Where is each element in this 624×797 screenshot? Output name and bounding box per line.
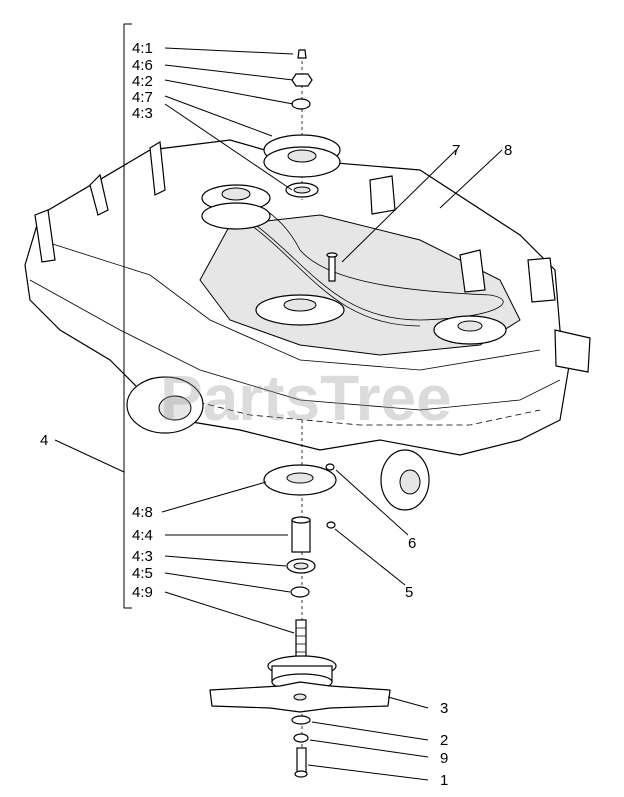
- spindle-housing-stack: [263, 420, 337, 780]
- drive-belt: [213, 197, 504, 321]
- callout-4-3-bottom: 4:3: [132, 548, 153, 565]
- leader-lines: [54, 47, 503, 781]
- callout-4-5: 4:5: [132, 565, 153, 582]
- callout-3: 3: [440, 700, 448, 717]
- callout-8: 8: [504, 142, 512, 159]
- bolt-7: [326, 252, 338, 282]
- callout-labels: 4:1 4:6 4:2 4:7 4:3 7 8 4 4:8 6 4:4 4:3 …: [40, 40, 512, 789]
- blade-bolt: [294, 747, 308, 778]
- top-pulley-stack: [263, 49, 341, 200]
- callout-2: 2: [440, 732, 448, 749]
- watermark-text: PartsTree: [160, 362, 452, 434]
- callout-9: 9: [440, 750, 448, 767]
- callout-4: 4: [40, 432, 48, 449]
- callout-5: 5: [405, 584, 413, 601]
- assembly-4-bracket: [123, 23, 132, 609]
- callout-6: 6: [408, 535, 416, 552]
- callout-4-1: 4:1: [132, 40, 153, 57]
- callout-4-4: 4:4: [132, 527, 153, 544]
- center-spindle-pulley: [255, 294, 345, 326]
- callout-4-2: 4:2: [132, 73, 153, 90]
- callout-4-3-top: 4:3: [132, 105, 153, 122]
- callout-1: 1: [440, 772, 448, 789]
- right-spindle-pulley: [433, 315, 507, 345]
- left-gauge-wheel: [126, 376, 204, 434]
- blade-washer: [291, 715, 311, 725]
- left-idler-pulley: [201, 184, 271, 230]
- nut-5: [326, 521, 336, 529]
- callout-4-7: 4:7: [132, 89, 153, 106]
- callout-4-6: 4:6: [132, 57, 153, 74]
- callout-4-8: 4:8: [132, 504, 153, 521]
- lock-washer: [293, 733, 309, 743]
- right-gauge-wheel: [380, 449, 430, 511]
- callout-4-9: 4:9: [132, 584, 153, 601]
- callout-7: 7: [452, 142, 460, 159]
- washer-6: [325, 463, 335, 471]
- cutting-blade: [209, 681, 391, 713]
